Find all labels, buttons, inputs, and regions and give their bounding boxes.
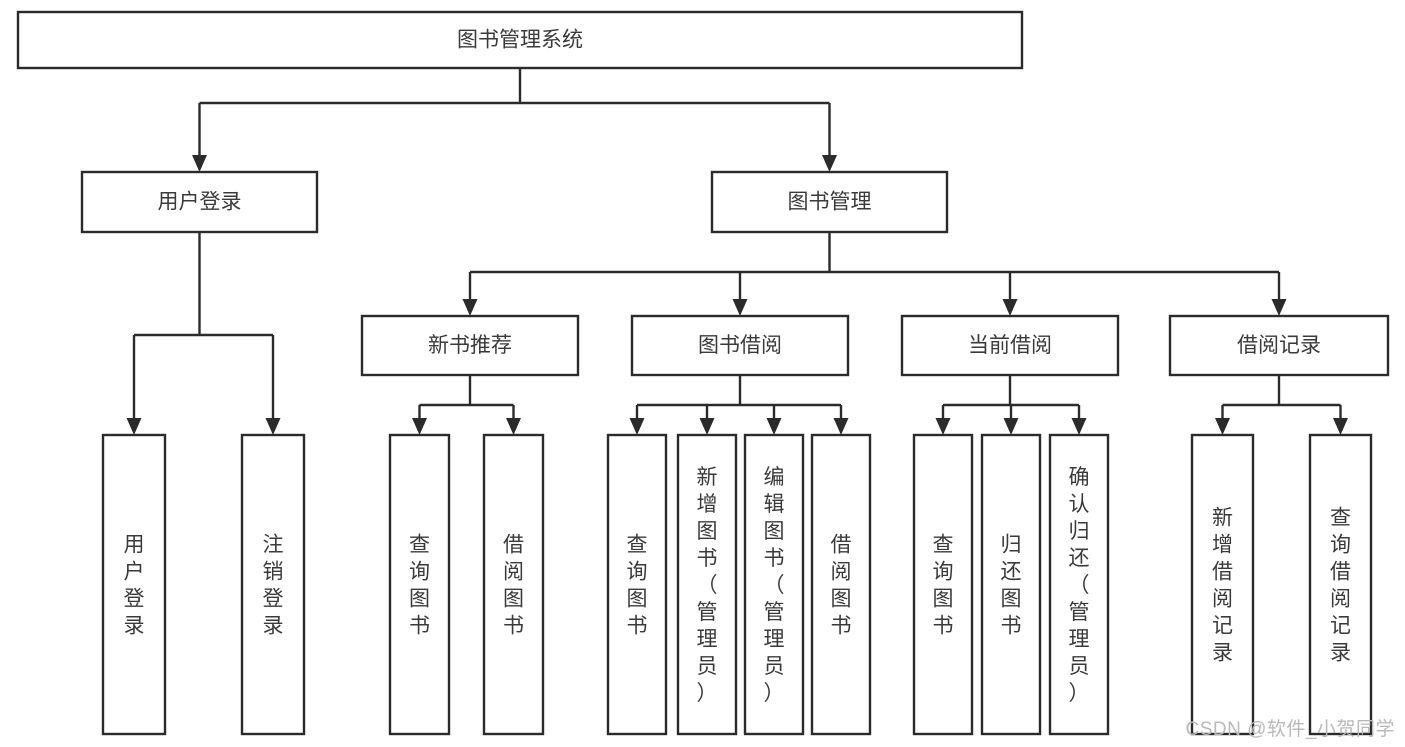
arrow-head-icon: [506, 418, 521, 435]
connector-group-new-book-rec: [412, 375, 521, 435]
arrow-head-icon: [412, 418, 427, 435]
node-label: 查询借阅记录: [1330, 507, 1351, 665]
arrow-head-icon: [1003, 418, 1019, 435]
node-box[interactable]: [1308, 433, 1373, 736]
node-box[interactable]: [101, 433, 167, 736]
node-label: 图书管理: [788, 191, 872, 214]
node-box[interactable]: [606, 433, 668, 736]
node-leaf-logout[interactable]: 注销登录: [240, 433, 306, 736]
node-box[interactable]: [482, 433, 545, 736]
arrow-head-icon: [192, 155, 207, 172]
node-leaf-edit-book[interactable]: 编辑图书（管理员）: [743, 433, 805, 736]
node-box[interactable]: [980, 433, 1042, 736]
node-label: 借阅记录: [1237, 334, 1321, 357]
node-root-图书管理系统[interactable]: 图书管理系统: [16, 10, 1024, 70]
connector-group-user-login: [126, 232, 281, 435]
arrow-head-icon: [732, 299, 748, 316]
node-box[interactable]: [900, 314, 1120, 377]
arrow-head-icon: [1071, 418, 1087, 435]
node-label: 注销登录: [263, 534, 284, 638]
node-leaf-query-book-1[interactable]: 查询图书: [388, 433, 451, 736]
node-label: 编辑图书（管理员）: [764, 466, 785, 705]
node-box[interactable]: [710, 170, 949, 234]
node-leaf-return-book[interactable]: 归还图书: [980, 433, 1042, 736]
node-leaf-borrow-book-2[interactable]: 借阅图书: [810, 433, 872, 736]
node-box[interactable]: [360, 314, 580, 377]
node-box[interactable]: [743, 433, 805, 736]
arrow-head-icon: [1271, 299, 1287, 316]
node-box[interactable]: [388, 433, 451, 736]
node-box[interactable]: [80, 170, 319, 234]
node-borrow-record[interactable]: 借阅记录: [1168, 314, 1390, 377]
arrow-head-icon: [1002, 299, 1018, 316]
node-box[interactable]: [810, 433, 872, 736]
connectors-layer: [126, 68, 1348, 435]
node-book-borrow[interactable]: 图书借阅: [630, 314, 850, 377]
node-leaf-query-record[interactable]: 查询借阅记录: [1308, 433, 1373, 736]
node-box[interactable]: [912, 433, 974, 736]
node-label: 新书推荐: [428, 334, 512, 357]
nodes-layer: 图书管理系统用户登录图书管理新书推荐图书借阅当前借阅借阅记录用户登录注销登录查询…: [16, 10, 1390, 736]
node-leaf-borrow-book-1[interactable]: 借阅图书: [482, 433, 545, 736]
node-label: 新增图书（管理员）: [697, 466, 718, 705]
node-leaf-query-book-3[interactable]: 查询图书: [912, 433, 974, 736]
arrow-head-icon: [822, 155, 837, 172]
arrow-head-icon: [935, 418, 951, 435]
node-label: 新增借阅记录: [1212, 507, 1233, 665]
node-box[interactable]: [1190, 433, 1255, 736]
node-box[interactable]: [676, 433, 738, 736]
arrow-head-icon: [833, 418, 849, 435]
node-current-borrow[interactable]: 当前借阅: [900, 314, 1120, 377]
node-label: 借阅图书: [831, 534, 852, 638]
node-label: 借阅图书: [503, 534, 524, 638]
node-label: 用户登录: [124, 534, 145, 638]
node-label: 查询图书: [933, 534, 954, 638]
arrow-head-icon: [1333, 418, 1348, 435]
connector-group-current-borrow: [935, 375, 1087, 435]
node-label: 当前借阅: [968, 334, 1052, 357]
node-label: 查询图书: [627, 534, 648, 638]
node-label: 查询图书: [409, 534, 430, 638]
node-user-login[interactable]: 用户登录: [80, 170, 319, 234]
node-box[interactable]: [16, 10, 1024, 70]
connector-group-root: [192, 68, 837, 172]
arrow-head-icon: [699, 418, 715, 435]
arrow-head-icon: [126, 418, 142, 435]
node-box[interactable]: [1168, 314, 1390, 377]
node-leaf-confirm-return[interactable]: 确认归还（管理员）: [1048, 433, 1110, 736]
node-label: 归还图书: [1001, 534, 1022, 638]
node-book-manage[interactable]: 图书管理: [710, 170, 949, 234]
node-box[interactable]: [1048, 433, 1110, 736]
connector-group-borrow-record: [1215, 375, 1348, 435]
arrow-head-icon: [629, 418, 645, 435]
node-leaf-add-record[interactable]: 新增借阅记录: [1190, 433, 1255, 736]
connector-group-book-manage: [462, 232, 1287, 316]
node-label: 用户登录: [158, 191, 242, 214]
node-box[interactable]: [240, 433, 306, 736]
connector-group-book-borrow: [629, 375, 849, 435]
arrow-head-icon: [1215, 418, 1230, 435]
node-box[interactable]: [630, 314, 850, 377]
node-leaf-add-book[interactable]: 新增图书（管理员）: [676, 433, 738, 736]
node-new-book-rec[interactable]: 新书推荐: [360, 314, 580, 377]
node-label: 确认归还（管理员）: [1069, 466, 1090, 705]
arrow-head-icon: [265, 418, 281, 435]
arrow-head-icon: [462, 299, 478, 316]
arrow-head-icon: [766, 418, 782, 435]
node-label: 图书借阅: [698, 334, 782, 357]
node-leaf-user-login[interactable]: 用户登录: [101, 433, 167, 736]
node-label: 图书管理系统: [457, 29, 583, 52]
node-leaf-query-book-2[interactable]: 查询图书: [606, 433, 668, 736]
